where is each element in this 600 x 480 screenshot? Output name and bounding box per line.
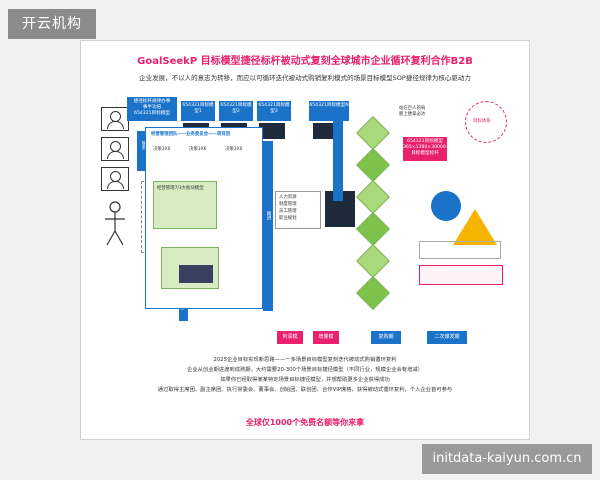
decision-diamond <box>356 148 390 182</box>
pyramid-icon <box>453 209 497 245</box>
followup-column: 跟进 <box>263 141 273 311</box>
decision-diamond <box>356 180 390 214</box>
burst-button: 二次爆发期 <box>427 331 467 344</box>
bottom-line-3: 如果你已经取得某某特定场景目标捷径模型，并想帮助更多企业获得成功 <box>81 375 529 383</box>
bottom-line-2: 企业从创业期进渡到成熟期，大约需要20-300个场景目标捷径模型（不同行业，规模… <box>81 365 529 373</box>
model-box-2: 654321目标模型2 <box>219 101 253 121</box>
source-badge: 开云机构 <box>8 9 96 39</box>
decision-diamond <box>356 276 390 310</box>
decision-diamond <box>356 116 390 150</box>
profit-button: 利润模 <box>277 331 303 344</box>
cta-banner: 全球仅1000个免费名额等你来拿 <box>81 417 529 428</box>
green-block: 经营管理7/3大板块模型 <box>153 181 217 229</box>
model-box-3: 654321目标模型3 <box>257 101 291 121</box>
person-icon <box>101 107 129 131</box>
decision-label: 决策3X6 <box>153 146 170 152</box>
growth-button: 增量模 <box>313 331 339 344</box>
chart-thumb <box>179 265 213 283</box>
people-block: 人力资源 制度管理 员工管理 职业规划 <box>275 191 321 229</box>
decision-diamond <box>356 244 390 278</box>
decision-column <box>333 121 343 201</box>
person-icon <box>101 167 129 191</box>
stick-figure-icon <box>103 201 127 247</box>
goal-circle-label: 目标体系 <box>473 118 491 124</box>
poster-title: GoalSeekP 目标模型捷径标杆被动式复刻全球城市企业循环复利合作B2B <box>81 52 529 67</box>
bottom-line-4: 通过取得主席团、副主席团、执行常委会、董事会、创始团、联创团、合作VIP席格，获… <box>81 385 529 393</box>
people-label: 制度管理 <box>279 201 297 207</box>
goal-circle: 目标体系 <box>465 101 507 143</box>
decision-label: 决策3X6 <box>225 146 242 152</box>
bottom-line-1: 2025企业目标实现新思路——一多场景目标模型复刻迭代被动式购销循环复利 <box>81 355 529 363</box>
people-label: 职业规划 <box>279 215 297 221</box>
people-label: 人力资源 <box>279 194 297 200</box>
url-watermark: initdata-kaiyun.com.cn <box>422 444 592 474</box>
repurchase-button: 复购期 <box>371 331 401 344</box>
model-box-n: 654321目标模型N <box>309 101 349 121</box>
person-icon <box>101 137 129 161</box>
shortcut-box: 捷径标杆规律办事 事半功倍 654321目标模型 <box>127 97 177 121</box>
note-box <box>419 241 501 259</box>
decision-diamond <box>356 212 390 246</box>
note-box-pink <box>419 265 503 285</box>
giant-shoulders-text: 站在巨人的肩膀上便拿必达 <box>399 105 429 117</box>
poster-image: GoalSeekP 目标模型捷径标杆被动式复刻全球城市企业循环复利合作B2B 企… <box>80 40 530 440</box>
poster-subtitle: 企业发展，不以人的意志为转移，而应以可循环迭代被动式购销复利模式的场景目标模型S… <box>81 72 529 82</box>
panel-title: 经营管理团队——业务委员会——项目团 <box>151 131 230 137</box>
benchmark-box: 654321目标模型 365×1380×30000+ 目标模型标杆 <box>403 137 447 161</box>
model-box-1: 654321目标模型1 <box>181 101 215 121</box>
people-label: 员工管理 <box>279 208 297 214</box>
green-block-title: 经营管理7/3大板块模型 <box>157 185 204 191</box>
decision-label: 决策3X6 <box>189 146 206 152</box>
